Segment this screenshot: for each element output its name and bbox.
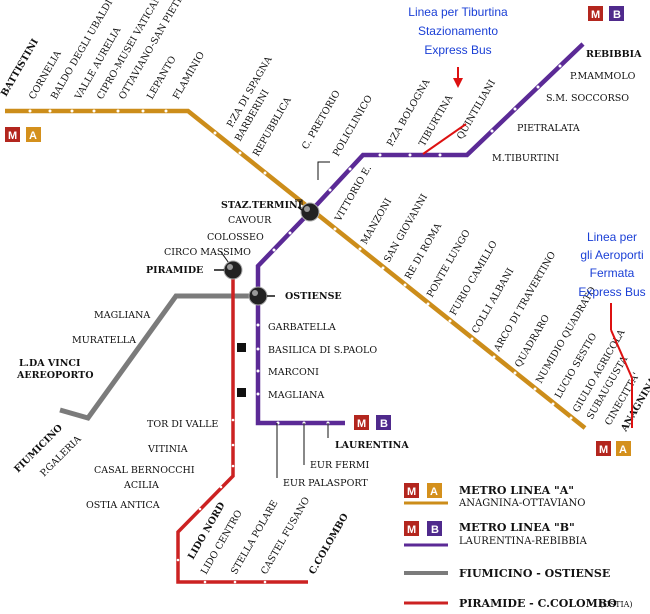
svg-text:(OSTIA): (OSTIA) — [600, 600, 633, 609]
station-piramide[interactable]: PIRAMIDE — [146, 265, 203, 276]
station-magliana-f[interactable]: MAGLIANA — [94, 310, 150, 321]
station-ostiense[interactable]: OSTIENSE — [285, 291, 342, 302]
parking-square-1 — [237, 343, 246, 352]
legend-line-b: M B METRO LINEA "B" LAURENTINA-REBIBBIA — [404, 521, 588, 547]
station-arco-di-travertino[interactable]: ARCO DI TRAVERTINO — [492, 250, 559, 355]
note-tiburtina: Linea per Tiburtina Stazionamento Expres… — [408, 5, 508, 57]
station-aereoporto[interactable]: AEREOPORTO — [16, 370, 94, 381]
svg-text:M: M — [407, 524, 416, 536]
station-staz-termini[interactable]: STAZ.TERMINI — [221, 200, 303, 211]
lido-line-track — [176, 272, 308, 584]
station-manzoni[interactable]: MANZONI — [359, 196, 394, 246]
station-circo-massimo[interactable]: CIRCO MASSIMO — [164, 247, 251, 258]
svg-text:FIUMICINO - OSTIENSE: FIUMICINO - OSTIENSE — [459, 567, 610, 580]
station-eur-palasport[interactable]: EUR PALASPORT — [283, 478, 368, 489]
svg-text:Fermata: Fermata — [590, 266, 635, 280]
line-a-station-dots — [28, 109, 573, 420]
svg-text:A: A — [619, 444, 627, 456]
badge-line-a-west: M A — [5, 127, 41, 142]
parking-square-2 — [237, 388, 246, 397]
station-vittorio-e[interactable]: VITTORIO E. — [333, 164, 374, 225]
svg-text:A: A — [29, 130, 37, 142]
station-tor-di-valle[interactable]: TOR DI VALLE — [147, 419, 218, 430]
interchange-piramide[interactable] — [223, 260, 243, 280]
badge-line-a-east: M A — [596, 441, 631, 456]
interchange-termini[interactable] — [300, 202, 320, 222]
svg-text:M: M — [599, 444, 608, 456]
station-vitinia[interactable]: VITINIA — [147, 444, 188, 455]
note-tiburtina-arrow — [422, 67, 467, 155]
termini-connector — [297, 206, 303, 211]
lido-station-dots — [176, 418, 267, 584]
station-pietralata[interactable]: PIETRALATA — [517, 123, 580, 134]
svg-text:Stazionamento: Stazionamento — [418, 24, 498, 38]
station-ostia-antica[interactable]: OSTIA ANTICA — [86, 500, 160, 511]
svg-text:M: M — [407, 486, 416, 498]
line-a-track — [5, 108, 587, 430]
station-policlinico[interactable]: POLICLINICO — [331, 93, 375, 158]
station-c-colombo[interactable]: C.COLOMBO — [307, 512, 351, 577]
svg-text:METRO LINEA "B": METRO LINEA "B" — [459, 521, 575, 534]
station-tiburtina[interactable]: TIBURTINA — [417, 93, 455, 148]
legend-fiumicino: FIUMICINO - OSTIENSE — [404, 567, 610, 580]
svg-text:A: A — [430, 486, 438, 498]
station-eur-fermi[interactable]: EUR FERMI — [310, 460, 370, 471]
svg-text:M: M — [8, 130, 17, 142]
note-airports-marker — [610, 303, 633, 428]
svg-text:METRO LINEA "A": METRO LINEA "A" — [459, 484, 574, 497]
station-magliana-b[interactable]: MAGLIANA — [268, 390, 324, 401]
svg-text:LAURENTINA-REBIBBIA: LAURENTINA-REBIBBIA — [459, 536, 588, 547]
station-laurentina[interactable]: LAURENTINA — [335, 440, 409, 451]
station-sm-soccorso[interactable]: S.M. SOCCORSO — [546, 93, 629, 104]
station-basilica-s-paolo[interactable]: BASILICA DI S.PAOLO — [268, 345, 377, 356]
station-rebibbia[interactable]: REBIBBIA — [586, 49, 642, 60]
badge-line-b-south: M B — [354, 415, 391, 430]
svg-text:B: B — [431, 524, 439, 536]
fiumicino-line-track — [59, 293, 258, 421]
svg-text:B: B — [380, 418, 388, 430]
svg-text:M: M — [591, 9, 600, 21]
station-muratella[interactable]: MURATELLA — [72, 335, 136, 346]
svg-text:Linea per: Linea per — [587, 230, 637, 244]
station-p-mammolo[interactable]: P.MAMMOLO — [570, 71, 636, 82]
station-casal-bernocchi[interactable]: CASAL BERNOCCHI — [94, 465, 195, 476]
legend-line-a: M A METRO LINEA "A" ANAGNINA-OTTAVIANO — [404, 483, 585, 509]
svg-text:B: B — [613, 9, 621, 21]
legend: M A METRO LINEA "A" ANAGNINA-OTTAVIANO M… — [404, 483, 633, 610]
svg-text:ANAGNINA-OTTAVIANO: ANAGNINA-OTTAVIANO — [458, 498, 585, 509]
note-airports: Linea per gli Aeroporti Fermata Express … — [578, 230, 645, 299]
badge-line-b-north: M B — [588, 6, 624, 21]
svg-text:PIRAMIDE - C.COLOMBO: PIRAMIDE - C.COLOMBO — [459, 597, 617, 610]
line-b-track — [255, 42, 585, 426]
station-marconi[interactable]: MARCONI — [268, 367, 319, 378]
svg-text:Express Bus: Express Bus — [578, 285, 645, 299]
station-da-vinci[interactable]: L.DA VINCI — [19, 358, 81, 369]
svg-text:gli Aeroporti: gli Aeroporti — [580, 248, 643, 262]
station-acilia[interactable]: ACILIA — [123, 480, 159, 491]
station-garbatella[interactable]: GARBATELLA — [268, 322, 336, 333]
station-colosseo[interactable]: COLOSSEO — [207, 232, 264, 243]
station-cavour[interactable]: CAVOUR — [228, 215, 272, 226]
interchange-ostiense[interactable] — [248, 286, 268, 306]
legend-lido: PIRAMIDE - C.COLOMBO (OSTIA) — [404, 597, 633, 610]
svg-text:Express Bus: Express Bus — [424, 43, 491, 57]
station-flaminio[interactable]: FLAMINIO — [171, 50, 207, 102]
svg-text:M: M — [357, 418, 366, 430]
svg-text:Linea per Tiburtina: Linea per Tiburtina — [408, 5, 508, 19]
station-m-tiburtini[interactable]: M.TIBURTINI — [492, 153, 559, 164]
